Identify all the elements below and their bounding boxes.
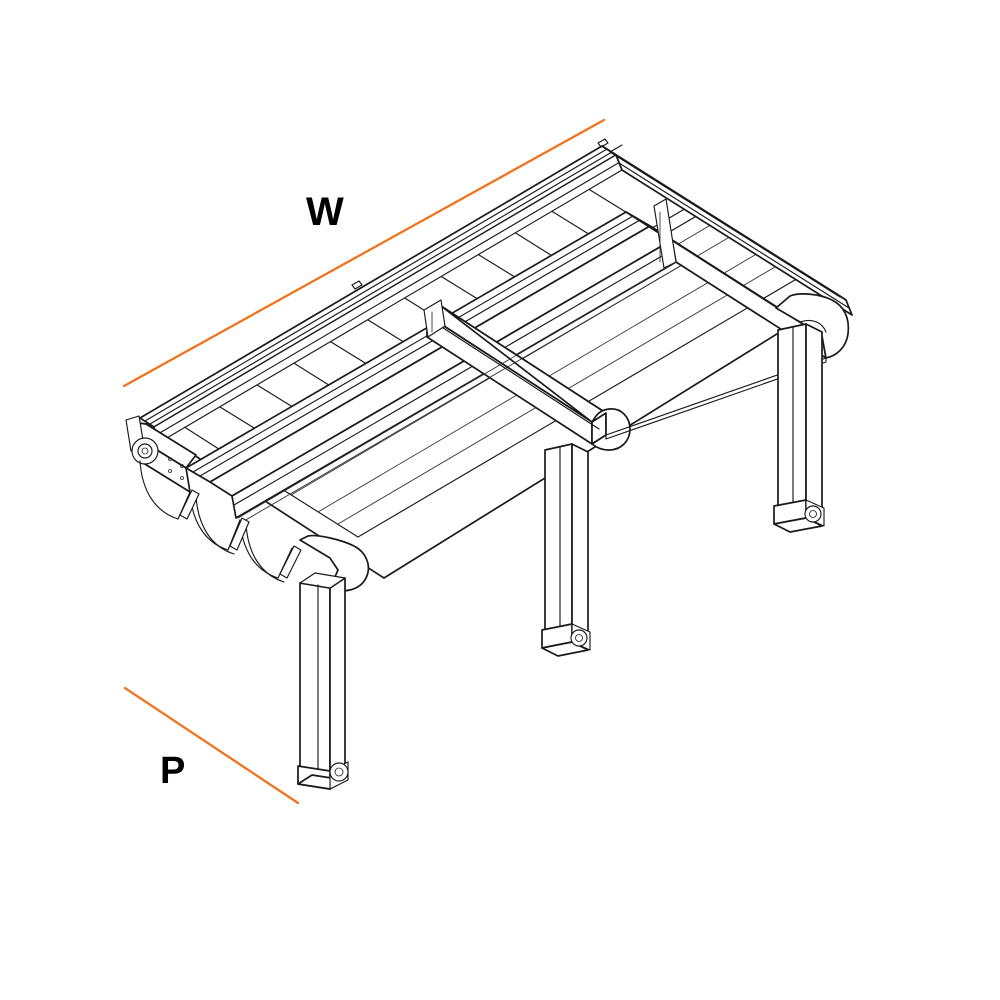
cross-rafter-end-cap: [591, 408, 631, 451]
rear-beam: [139, 138, 623, 443]
rear-beam-bracket-left: [351, 280, 363, 290]
roller-gear-hub: [137, 443, 153, 459]
post-r-side-face: [805, 323, 823, 519]
drape-clip-1: [179, 489, 200, 520]
front-fascia-beam: [209, 225, 677, 519]
drape-clip-2: [229, 517, 250, 551]
cassette-screw-2: [180, 464, 184, 468]
projection-label: P: [160, 750, 186, 792]
right-cap-body: [775, 293, 850, 359]
post-fl-adjuster-knob[interactable]: [329, 762, 349, 782]
drape-scallop-1: [139, 460, 179, 520]
post-r-adjuster-hub: [809, 510, 817, 518]
post-fl-top: [299, 572, 346, 589]
drape-scallop-3b: [245, 523, 285, 583]
rear-beam-bracket-right: [597, 138, 609, 148]
roof-soffit-lines: [237, 261, 683, 522]
drape-clip-3: [279, 545, 302, 579]
roller-gear-wheel: [131, 437, 159, 465]
right-corner-end-cap: [775, 293, 850, 359]
canopy-roof-assembly: [139, 138, 853, 579]
post-r-front-face: [777, 323, 807, 517]
post-mid-side-face: [571, 443, 589, 643]
projection-dimension-line: [123, 686, 300, 805]
post-front-left[interactable]: [297, 572, 349, 790]
post-middle[interactable]: [541, 443, 591, 657]
cassette-screw-4: [180, 476, 184, 480]
post-mid-front-face: [544, 443, 573, 641]
cassette-screw-1: [168, 457, 172, 461]
right-edge-beam: [601, 145, 853, 316]
roller-cassette-assembly: [125, 415, 302, 583]
post-r-adjuster-knob[interactable]: [804, 505, 822, 523]
post-mid-adjuster-knob[interactable]: [570, 629, 588, 647]
fabric-drape-scallops: [139, 460, 302, 583]
right-soffit-band: [605, 357, 827, 440]
cross-rafter-rear-bracket: [423, 299, 446, 338]
roller-axle: [141, 447, 149, 455]
width-dimension-line: [122, 118, 606, 388]
cross-rafter: [423, 299, 631, 451]
post-fl-front-face: [299, 582, 331, 778]
post-right[interactable]: [773, 323, 825, 533]
cassette-screw-3: [168, 469, 172, 473]
post-fl-side-face: [329, 577, 346, 778]
post-mid-adjuster-hub: [575, 634, 583, 642]
right-cap-crease: [799, 319, 827, 333]
drape-scallop-2b: [195, 495, 235, 555]
width-label: W: [306, 190, 344, 234]
post-fl-adjuster-hub: [334, 767, 344, 777]
